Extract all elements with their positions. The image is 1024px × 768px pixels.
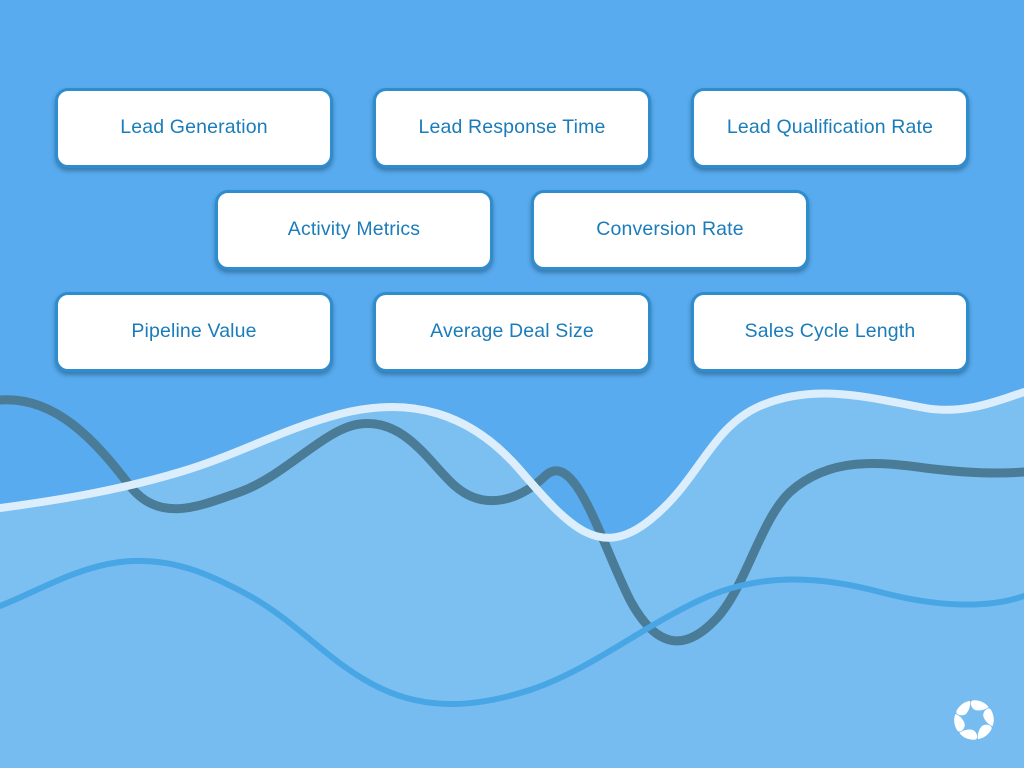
aperture-logo-icon xyxy=(954,700,994,740)
wave-mid-area-fill xyxy=(0,560,1024,768)
chip-label: Lead Response Time xyxy=(418,116,606,139)
chip-sales-cycle-length[interactable]: Sales Cycle Length xyxy=(691,292,969,372)
chip-lead-generation[interactable]: Lead Generation xyxy=(55,88,333,168)
metric-chip-grid: Lead Generation Lead Response Time Lead … xyxy=(0,88,1024,372)
wave-dark-line xyxy=(0,395,1024,646)
chip-row-top: Lead Generation Lead Response Time Lead … xyxy=(0,88,1024,168)
wave-light-line xyxy=(0,388,1024,542)
chip-label: Sales Cycle Length xyxy=(744,320,916,343)
chip-label: Lead Qualification Rate xyxy=(726,116,934,139)
wave-light-area-fill xyxy=(0,392,1024,768)
chip-label: Conversion Rate xyxy=(596,218,744,241)
chip-lead-response-time[interactable]: Lead Response Time xyxy=(373,88,651,168)
chip-row-bottom: Pipeline Value Average Deal Size Sales C… xyxy=(0,292,1024,372)
chip-label: Pipeline Value xyxy=(131,320,257,343)
chip-label: Average Deal Size xyxy=(430,320,594,343)
chip-row-middle: Activity Metrics Conversion Rate xyxy=(0,190,1024,270)
chip-pipeline-value[interactable]: Pipeline Value xyxy=(55,292,333,372)
chip-conversion-rate[interactable]: Conversion Rate xyxy=(531,190,809,270)
chip-average-deal-size[interactable]: Average Deal Size xyxy=(373,292,651,372)
wave-mid-line xyxy=(0,557,1024,708)
chip-activity-metrics[interactable]: Activity Metrics xyxy=(215,190,493,270)
chip-lead-qualification-rate[interactable]: Lead Qualification Rate xyxy=(691,88,969,168)
chip-label: Activity Metrics xyxy=(287,218,421,241)
chip-label: Lead Generation xyxy=(120,116,268,139)
